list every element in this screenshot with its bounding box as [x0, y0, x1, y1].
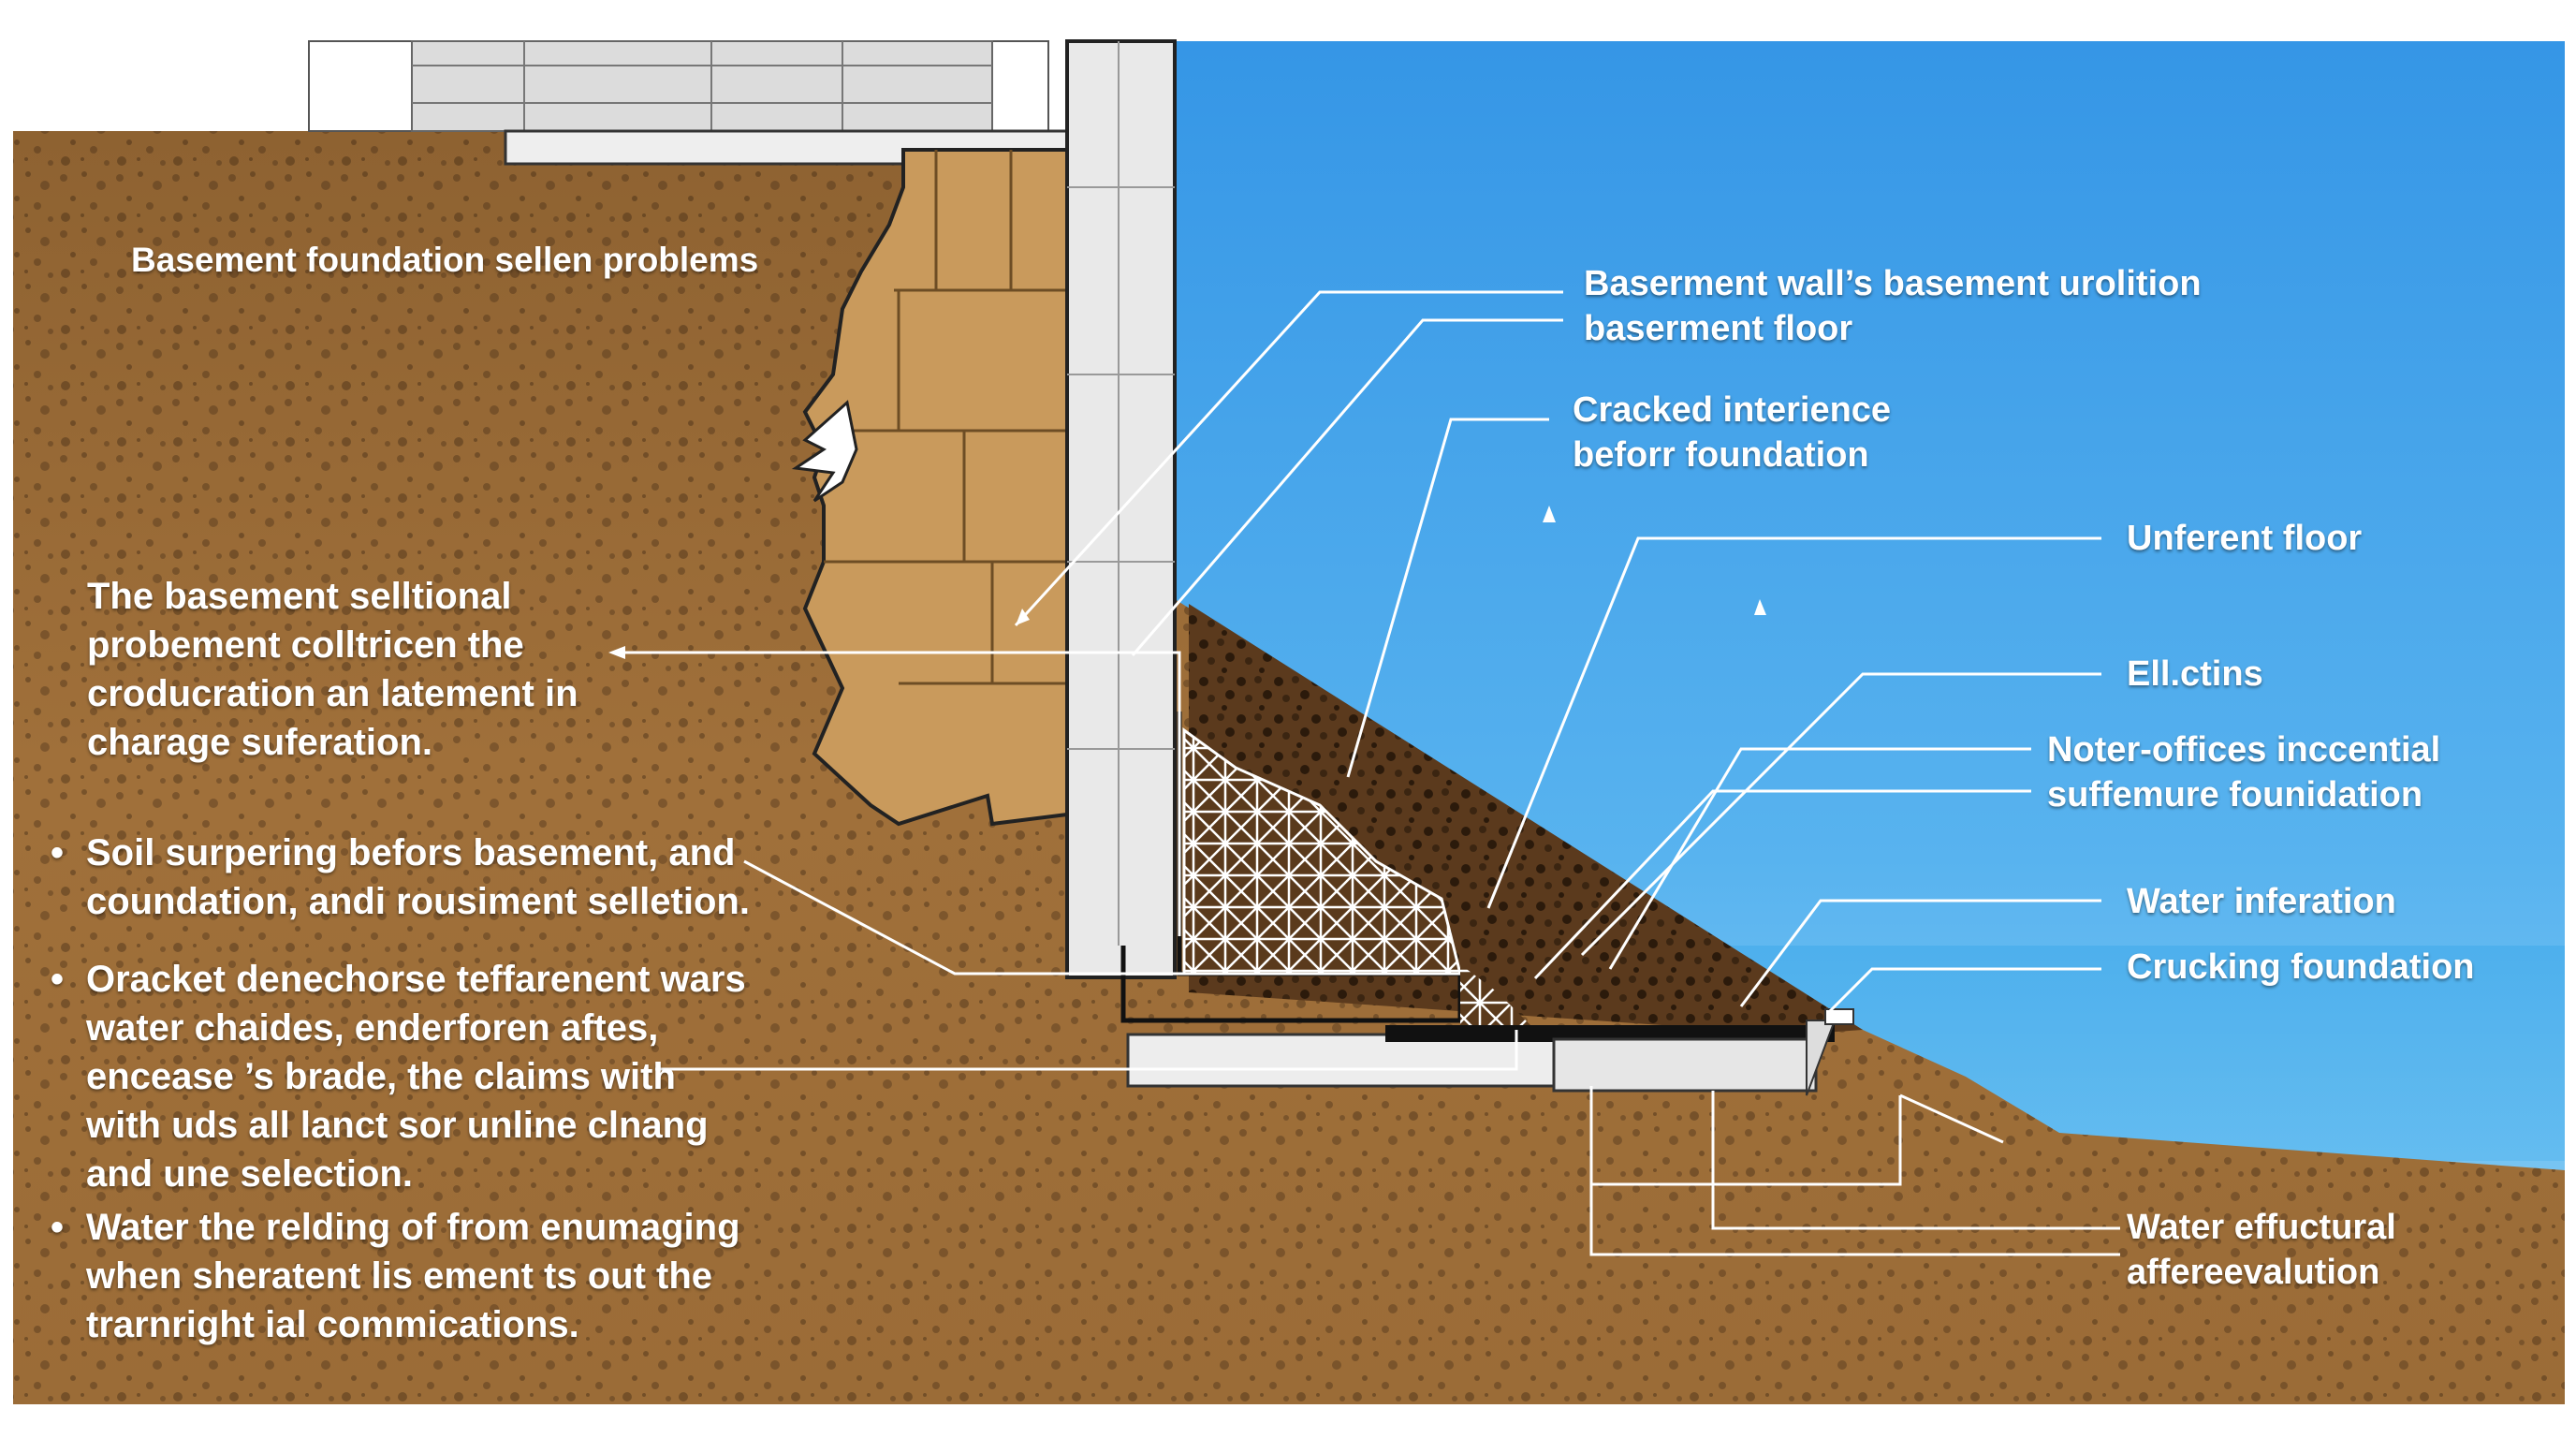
bullet-marker: • — [51, 832, 65, 873]
bullet-line: when sheratent lis ement ts out the — [86, 1255, 713, 1297]
intro-line: probement colltricen the — [87, 624, 524, 666]
bullet-item: • Water the relding of from enumaging wh… — [51, 1203, 740, 1349]
intro-line: croducration an latement in — [87, 673, 578, 714]
bullet-line: encease ’s brade, the claims with — [86, 1056, 676, 1097]
label-noter-offices: Noter-offices inccential suffemure founi… — [2047, 728, 2440, 817]
bullet-line: Oracket denechorse teffarenent wars — [86, 959, 746, 1000]
label-crucking-foundation: Crucking foundation — [2127, 946, 2475, 990]
label-cracked-interience: Cracked interience beforr foundation — [1573, 389, 1891, 477]
label-ellctins: Ell.ctins — [2127, 653, 2263, 697]
diagram-title: Basement foundation sellen problems — [131, 241, 759, 279]
label-line: Water inferation — [2127, 882, 2396, 921]
wall-crack — [791, 400, 858, 503]
label-basement-wall: Baserment wall’s basement urolition base… — [1584, 262, 2202, 351]
leader-arrows — [608, 506, 1766, 659]
bullet-line: with uds all lanct sor unline clnang — [86, 1105, 709, 1146]
label-line: baserment floor — [1584, 308, 1853, 348]
label-line: Ell.ctins — [2127, 654, 2263, 694]
label-water-inferation: Water inferation — [2127, 880, 2396, 925]
intro-paragraph: The basement selltional probement colltr… — [87, 573, 578, 768]
footing-extension — [1552, 1037, 1818, 1093]
label-line: suffemure founidation — [2047, 774, 2423, 814]
bullet-item: • Soil surpering befors basement, and co… — [51, 829, 750, 926]
label-line: Water effuctural — [2127, 1208, 2396, 1247]
label-line: beforr foundation — [1573, 434, 1869, 475]
paving-block — [411, 40, 993, 132]
bullet-line: water chaides, enderforen aftes, — [86, 1007, 659, 1049]
bullet-item: • Oracket denechorse teffarenent wars wa… — [51, 955, 746, 1198]
bullet-line: coundation, andi rousiment selletion. — [86, 881, 750, 922]
bullet-marker: • — [51, 959, 65, 1000]
intro-line: charage suferation. — [87, 722, 433, 763]
label-line: Cracked interience — [1573, 390, 1892, 430]
bullet-line: Soil surpering befors basement, and — [86, 832, 736, 873]
bullet-line: trarnright ial commications. — [86, 1304, 579, 1345]
label-line: Crucking foundation — [2127, 947, 2475, 987]
intro-line: The basement selltional — [87, 576, 512, 617]
bullet-marker: • — [51, 1207, 65, 1248]
label-water-effuctural: Water effuctural affereevalution — [2127, 1206, 2396, 1295]
leader-lines — [613, 290, 2120, 1256]
label-line: Noter-offices inccential — [2047, 730, 2441, 770]
footing-toe — [1806, 1020, 1837, 1096]
label-line: Baserment wall’s basement urolition — [1584, 264, 2202, 303]
label-line: Unferent floor — [2127, 519, 2363, 558]
label-unferent-floor: Unferent floor — [2127, 517, 2362, 562]
label-line: affereevalution — [2127, 1252, 2380, 1292]
bullet-line: Water the relding of from enumaging — [86, 1207, 740, 1248]
bullet-line: and une selection. — [86, 1153, 413, 1195]
